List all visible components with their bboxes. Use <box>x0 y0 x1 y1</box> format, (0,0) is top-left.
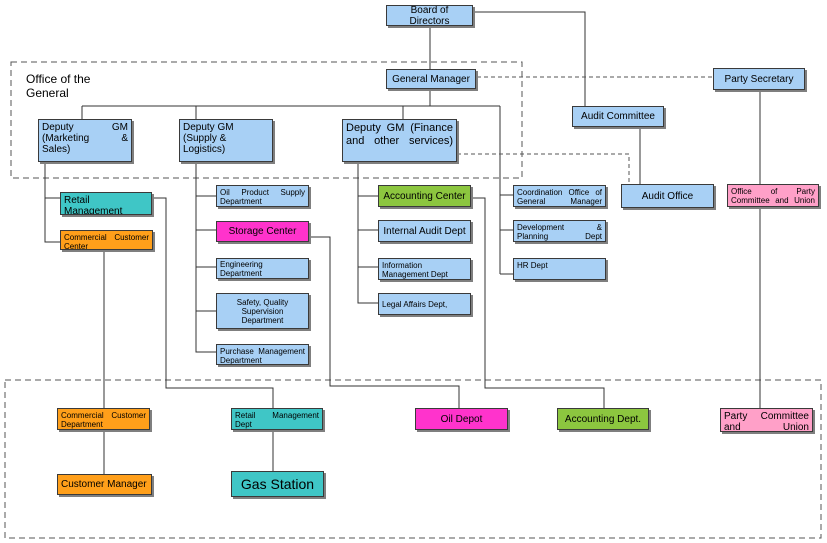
information-management-node: Information Management Dept <box>378 258 471 280</box>
retail-management-center-node: Retail Management Center <box>60 192 152 215</box>
customer-manager-node: Customer Manager <box>57 474 152 495</box>
commercial-customer-center-node: Commercial Customer Center <box>60 230 153 250</box>
party-committee-union-node: Party Committee and Union <box>720 408 813 432</box>
office-of-general-region <box>10 61 523 179</box>
storage-center-node: Storage Center <box>216 221 309 242</box>
engineering-department-node: Engineering Department <box>216 258 309 279</box>
safety-quality-node: Safety, Quality Supervision Department <box>216 293 309 329</box>
internal-audit-node: Internal Audit Dept <box>378 220 471 242</box>
deputy-gm-supply-node: Deputy GM (Supply & Logistics) <box>179 119 273 162</box>
legal-affairs-node: Legal Affairs Dept, <box>378 293 471 315</box>
retail-management-dept-node: Retail Management Dept <box>231 408 323 430</box>
party-secretary-node: Party Secretary <box>713 68 805 90</box>
general-manager-node: General Manager <box>386 69 476 89</box>
field-units-region <box>4 379 822 539</box>
audit-office-node: Audit Office <box>621 184 714 208</box>
audit-committee-node: Audit Committee <box>572 106 664 127</box>
accounting-center-node: Accounting Center <box>378 185 471 207</box>
hr-dept-node: HR Dept <box>513 258 606 280</box>
deputy-gm-marketing-node: Deputy GM (Marketing & Sales) <box>38 119 132 162</box>
development-planning-node: Development & Planning Dept <box>513 220 606 242</box>
office-of-general-label: Office of the General <box>26 72 91 100</box>
commercial-customer-department-node: Commercial Customer Department <box>57 408 150 430</box>
gas-station-node: Gas Station <box>231 471 324 497</box>
oil-depot-node: Oil Depot <box>415 408 508 430</box>
coordination-office-node: Coordination Office of General Manager <box>513 185 606 207</box>
board-of-directors-node: Board of Directors <box>386 5 473 26</box>
purchase-management-node: Purchase Management Department <box>216 344 309 365</box>
oil-product-supply-node: Oil Product Supply Department <box>216 185 309 207</box>
accounting-dept-node: Accounting Dept. <box>557 408 649 430</box>
deputy-gm-finance-node: Deputy GM (Finance and other services) <box>342 119 457 162</box>
office-of-party-committee-node: Office of Party Committee and Union <box>727 184 819 207</box>
